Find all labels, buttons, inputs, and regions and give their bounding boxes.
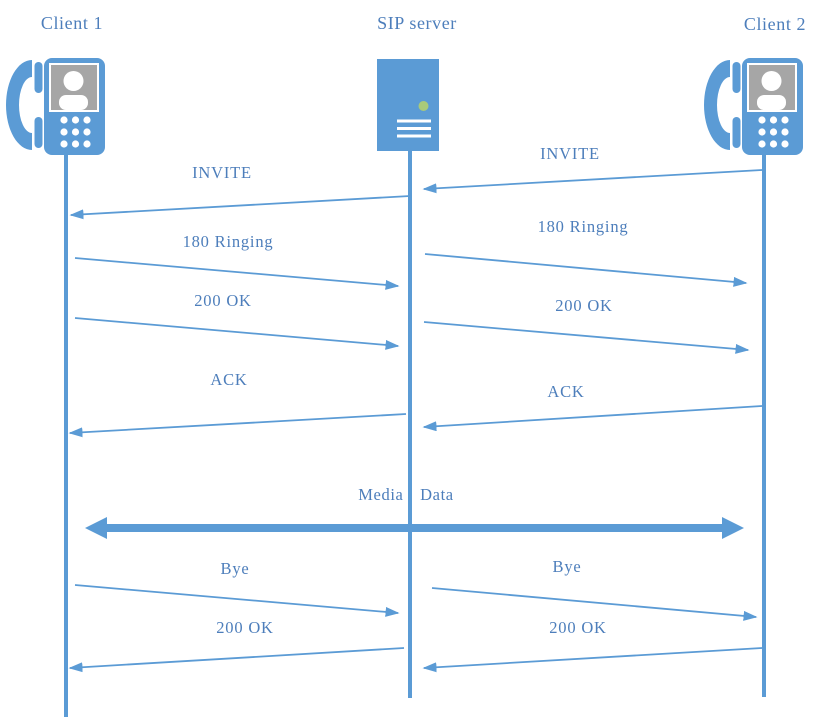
message-label-bye-right: Bye [552, 556, 582, 576]
message-label-200ok-left: 200 OK [194, 290, 252, 310]
message-label-bye-left: Bye [220, 558, 250, 578]
arrow-180ringing-client1-to-server [74, 257, 400, 290]
arrow-ack-client2-to-server [422, 405, 763, 432]
message-label-invite-right: INVITE [540, 143, 600, 163]
media-data-label: Media Data [358, 484, 454, 504]
server-led-icon [418, 101, 429, 111]
actor-label-sip-server: SIP server [377, 13, 457, 33]
arrow-bye-client1-to-server [74, 584, 400, 617]
message-label-200ok2-right: 200 OK [549, 617, 607, 637]
message-label-200ok-right: 200 OK [555, 295, 613, 315]
server-vents [397, 119, 431, 138]
message-label-180ringing-right: 180 Ringing [537, 216, 629, 236]
message-label-invite-left: INVITE [192, 162, 252, 182]
message-label-ack-right: ACK [547, 381, 585, 401]
actor-label-client2: Client 2 [743, 14, 807, 34]
phone-client2-icon [703, 57, 804, 156]
arrow-bye-server-to-client2 [431, 587, 758, 621]
arrow-200ok-server-to-client1 [68, 647, 405, 673]
arrow-invite-client2-to-server [422, 169, 763, 194]
arrow-200ok-client1-to-server [74, 317, 400, 350]
arrow-180ringing-server-to-client2 [424, 253, 748, 287]
arrow-200ok-client2-to-server [422, 647, 763, 673]
message-label-200ok2-left: 200 OK [216, 617, 274, 637]
arrow-ack-server-to-client1 [68, 413, 407, 438]
phone-client1-icon [5, 57, 106, 156]
media-data-arrow [85, 517, 744, 539]
message-label-ack-left: ACK [210, 369, 248, 389]
arrow-200ok-server-to-client2 [423, 321, 750, 354]
actor-label-client1: Client 1 [40, 13, 104, 33]
arrow-invite-server-to-client1 [69, 195, 411, 220]
message-label-180ringing-left: 180 Ringing [182, 231, 274, 251]
server-icon [377, 59, 439, 151]
